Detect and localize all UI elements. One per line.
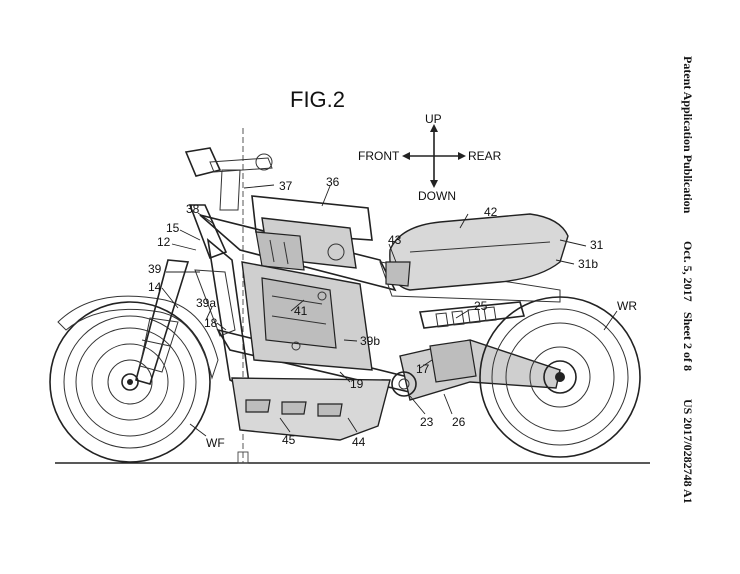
label-45: 45 bbox=[282, 433, 296, 447]
bar-end bbox=[255, 153, 273, 171]
figure-title: FIG.2 bbox=[290, 87, 345, 112]
label-26: 26 bbox=[452, 415, 466, 429]
label-42: 42 bbox=[484, 205, 498, 219]
patent-number: US 2017/0282748 A1 bbox=[681, 399, 695, 504]
label-WR: WR bbox=[617, 299, 637, 313]
label-19: 19 bbox=[350, 377, 364, 391]
label-14: 14 bbox=[148, 280, 162, 294]
label-18: 18 bbox=[204, 316, 218, 330]
label-31: 31 bbox=[590, 238, 604, 252]
connector-43 bbox=[385, 261, 411, 287]
rear-shock bbox=[418, 301, 526, 329]
front-fork bbox=[135, 259, 190, 385]
label-39a: 39a bbox=[196, 296, 216, 310]
publication-label: Patent Application Publication bbox=[681, 56, 695, 214]
label-15: 15 bbox=[166, 221, 180, 235]
front-arrowhead bbox=[402, 152, 410, 160]
direction-up: UP bbox=[425, 112, 442, 126]
label-43: 43 bbox=[388, 233, 402, 247]
label-44: 44 bbox=[352, 435, 366, 449]
label-37: 37 bbox=[279, 179, 293, 193]
label-39: 39 bbox=[148, 262, 162, 276]
steering-stem bbox=[219, 169, 241, 211]
reference-marker bbox=[237, 451, 249, 464]
front-wheel bbox=[49, 301, 211, 463]
label-17: 17 bbox=[416, 362, 430, 376]
rear-wheel bbox=[479, 296, 641, 458]
fuel-cell-stack bbox=[251, 195, 373, 271]
label-WF: WF bbox=[206, 436, 225, 450]
rear-arrowhead bbox=[458, 152, 466, 160]
front-fender bbox=[57, 295, 219, 380]
patent-header: Patent Application Publication Oct. 5, 2… bbox=[681, 56, 695, 504]
up-arrowhead bbox=[430, 124, 438, 132]
leader-lines bbox=[161, 184, 618, 437]
label-23: 23 bbox=[420, 415, 434, 429]
label-38: 38 bbox=[186, 202, 200, 216]
direction-down: DOWN bbox=[418, 189, 456, 203]
under-cover bbox=[231, 377, 391, 441]
pivot-23 bbox=[391, 371, 417, 397]
handle-bar bbox=[209, 157, 273, 173]
label-41: 41 bbox=[294, 304, 308, 318]
label-31b: 31b bbox=[578, 257, 598, 271]
down-arrowhead bbox=[430, 180, 438, 188]
label-36: 36 bbox=[326, 175, 340, 189]
direction-rear: REAR bbox=[468, 149, 502, 163]
direction-indicator: UP DOWN FRONT REAR bbox=[358, 112, 502, 203]
sheet-number: Sheet 2 of 8 bbox=[681, 312, 695, 371]
seat-tank bbox=[385, 213, 569, 291]
reference-numerals: 37 36 38 15 12 42 43 31 31b 39 14 39a 18… bbox=[148, 175, 637, 450]
handlebar-assembly bbox=[184, 147, 273, 260]
label-25: 25 bbox=[474, 299, 488, 313]
label-39b: 39b bbox=[360, 334, 380, 348]
handle-grip bbox=[184, 147, 222, 177]
label-12: 12 bbox=[157, 235, 171, 249]
battery-unit bbox=[241, 261, 373, 371]
direction-front: FRONT bbox=[358, 149, 400, 163]
publication-date: Oct. 5, 2017 bbox=[681, 241, 695, 302]
